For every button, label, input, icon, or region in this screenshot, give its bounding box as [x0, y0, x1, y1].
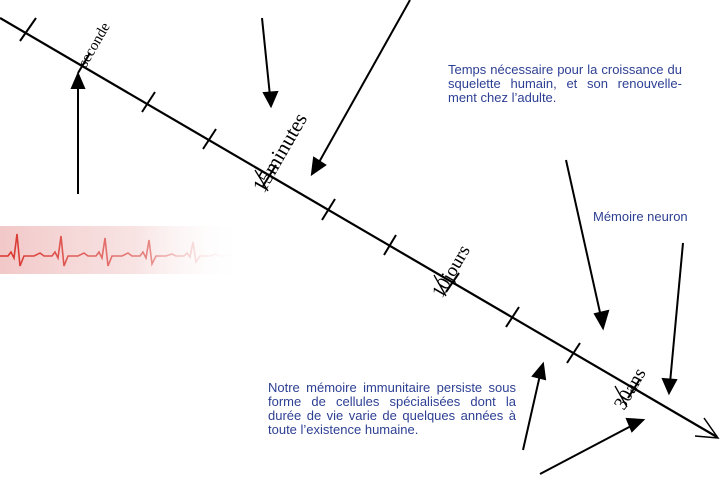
arrowhead [625, 417, 646, 433]
arrowhead [310, 156, 327, 177]
arrowhead [661, 377, 678, 396]
tick [445, 272, 460, 293]
tick [262, 164, 277, 187]
tick [321, 198, 336, 221]
tick-label-15-minutes: 15minutes [248, 109, 313, 197]
arrow-immune-b [539, 424, 634, 475]
axis-ticks [19, 17, 641, 399]
arrow-skeleton [565, 159, 602, 318]
annotation-arrows [70, 0, 684, 475]
tick [566, 342, 581, 364]
tick [383, 234, 397, 256]
tick [202, 128, 217, 150]
tick [77, 52, 91, 74]
tick [19, 17, 37, 42]
annotation-neuron: Mémoire neuron [593, 209, 688, 224]
arrow-to-15-minutes-a [261, 17, 271, 97]
tick [627, 378, 641, 399]
annotation-skeleton: Temps nécessaire pour la croissance du s… [448, 62, 682, 105]
arrowhead [262, 90, 279, 109]
tick [141, 91, 156, 113]
arrowhead [531, 361, 547, 381]
tick-label-seconde: seconde [76, 20, 114, 70]
axis-arrowhead [694, 417, 720, 439]
arrowhead [70, 71, 86, 89]
tick-label-underline [614, 385, 628, 408]
timeline-axis [0, 17, 718, 438]
arrow-to-15-minutes-b [317, 0, 411, 165]
tick [505, 306, 520, 328]
arrow-neuron [669, 242, 684, 384]
annotation-immune: Notre mémoire immunitaire persiste sous … [268, 380, 516, 437]
arrow-immune-a [522, 374, 541, 451]
arrowhead [593, 309, 610, 331]
tick-label-underline [254, 169, 269, 192]
ecg-heartbeat-image [0, 226, 245, 274]
tick-label-underline [433, 274, 447, 297]
